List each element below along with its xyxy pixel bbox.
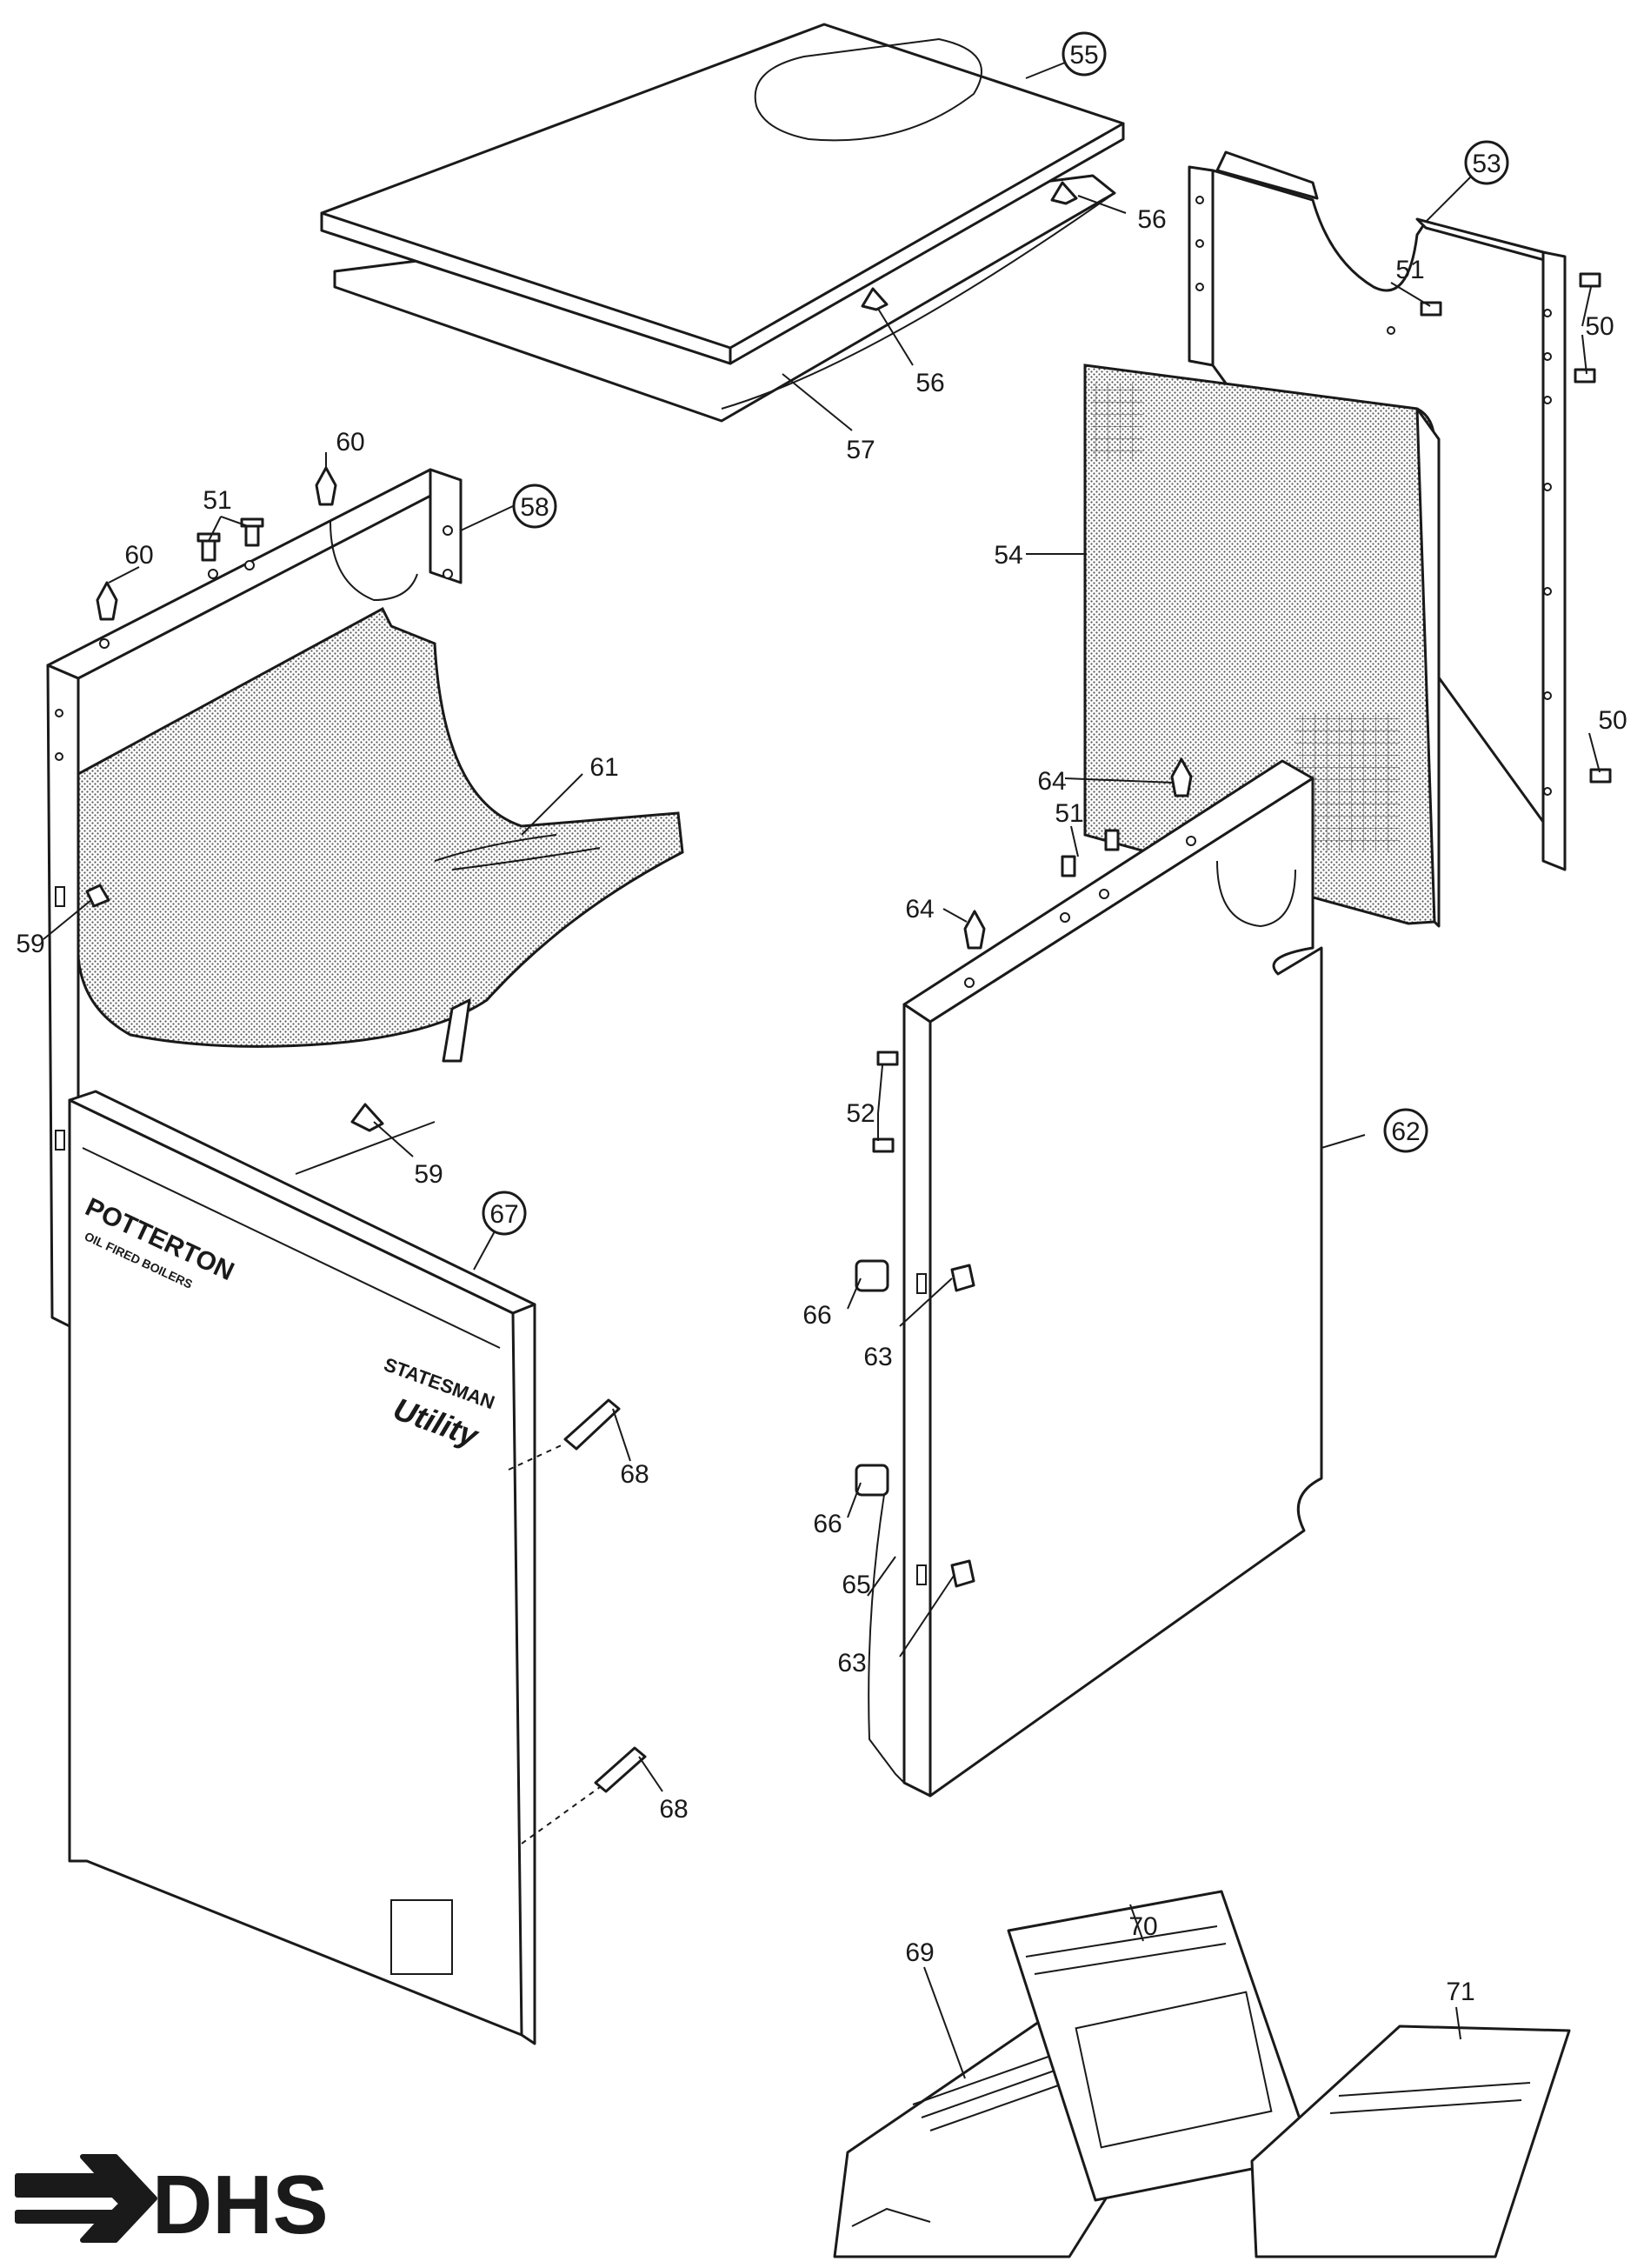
dhs-logo: DHS xyxy=(15,2154,329,2251)
label-68-lower: 68 xyxy=(659,1795,688,1824)
arrow-icon xyxy=(15,2154,157,2243)
stud-64-upper xyxy=(1170,757,1193,797)
screw-50-a xyxy=(1579,272,1601,288)
callout-58-number: 58 xyxy=(520,493,549,522)
screw-51-right-b xyxy=(1104,829,1120,851)
label-51-right: 51 xyxy=(1055,799,1083,828)
label-57: 57 xyxy=(846,436,875,464)
clip-63-upper xyxy=(950,1264,975,1292)
label-52: 52 xyxy=(846,1099,875,1128)
label-70: 70 xyxy=(1128,1912,1157,1941)
insulation-panel-61 xyxy=(77,606,684,1063)
screw-51-left-b xyxy=(240,517,264,547)
screw-51-right-top xyxy=(1420,301,1442,317)
callout-53-number: 53 xyxy=(1472,150,1501,178)
screw-52-a xyxy=(876,1051,899,1066)
top-lid-55 xyxy=(320,23,1125,365)
callout-62: 62 xyxy=(1383,1108,1428,1153)
label-59-lower: 59 xyxy=(414,1160,443,1189)
stud-64-lower xyxy=(963,910,986,950)
callout-58: 58 xyxy=(512,484,557,529)
clip-59-left xyxy=(85,884,110,908)
label-64-lower: 64 xyxy=(905,895,934,924)
fixing-holes xyxy=(1195,196,1552,796)
callout-67-number: 67 xyxy=(489,1200,518,1229)
label-61: 61 xyxy=(589,753,618,782)
stud-60-top xyxy=(315,466,337,506)
screw-52-b xyxy=(872,1137,895,1153)
lid-clip-56b xyxy=(861,287,889,311)
label-71: 71 xyxy=(1446,1978,1474,2006)
label-65: 65 xyxy=(842,1571,870,1599)
callout-67: 67 xyxy=(482,1191,527,1236)
screw-50-c xyxy=(1589,768,1612,784)
stud-68-upper xyxy=(563,1398,621,1451)
logo-text: DHS xyxy=(152,2158,329,2251)
callout-55: 55 xyxy=(1062,31,1107,77)
booklet-71 xyxy=(1250,2025,1571,2258)
label-60-top: 60 xyxy=(336,428,364,457)
label-60-left: 60 xyxy=(124,541,153,570)
label-50-upper: 50 xyxy=(1585,312,1614,341)
clip-66-upper xyxy=(855,1259,889,1292)
lid-clip-56a xyxy=(1050,181,1078,205)
callout-55-number: 55 xyxy=(1069,41,1098,70)
label-63-upper: 63 xyxy=(863,1343,892,1371)
callout-53: 53 xyxy=(1464,140,1509,185)
stud-60-left xyxy=(96,581,118,621)
label-56-lower: 56 xyxy=(915,369,944,397)
screw-51-left-a xyxy=(196,532,221,562)
label-66-upper: 66 xyxy=(802,1301,831,1330)
screw-51-right-a xyxy=(1061,855,1076,877)
stud-68-lower xyxy=(594,1746,647,1793)
clip-63-lower xyxy=(950,1559,975,1588)
label-66-lower: 66 xyxy=(813,1510,842,1538)
label-51-left: 51 xyxy=(203,486,231,515)
front-door-panel-67 xyxy=(68,1090,536,2045)
label-54: 54 xyxy=(994,541,1022,570)
label-56-upper: 56 xyxy=(1137,205,1166,234)
leader-lines xyxy=(43,60,1601,2079)
label-59-left: 59 xyxy=(16,930,44,958)
clip-66-lower xyxy=(855,1464,889,1497)
right-side-panel-62 xyxy=(868,759,1323,1798)
label-50-lower: 50 xyxy=(1598,706,1627,735)
label-51-right-top: 51 xyxy=(1395,256,1424,284)
label-68-upper: 68 xyxy=(620,1460,649,1489)
callout-62-number: 62 xyxy=(1391,1117,1420,1146)
screw-50-b xyxy=(1574,368,1596,384)
label-63-lower: 63 xyxy=(837,1649,866,1678)
label-69: 69 xyxy=(905,1938,934,1967)
label-64-upper: 64 xyxy=(1037,767,1066,796)
clip-59-lower xyxy=(295,1103,436,1175)
